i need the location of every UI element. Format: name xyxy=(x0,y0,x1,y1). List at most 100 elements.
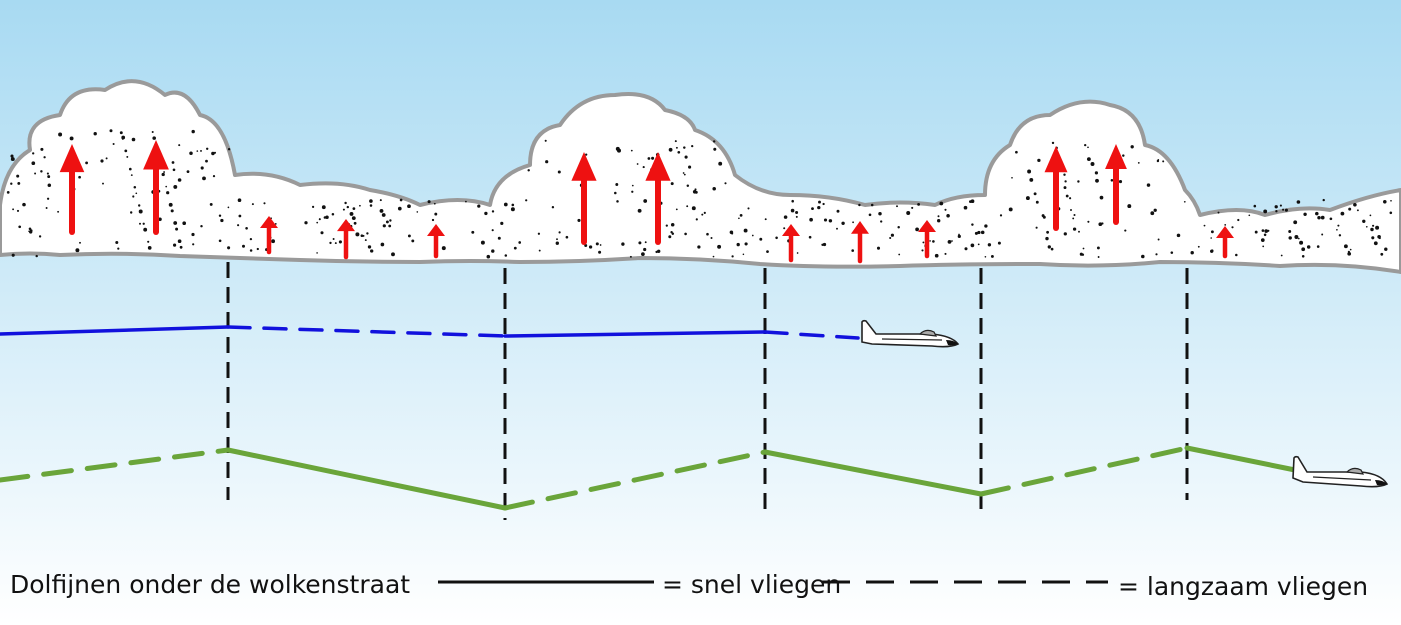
cloud-speckle xyxy=(389,219,392,222)
cloud-speckle xyxy=(557,170,561,174)
cloud-speckle xyxy=(1274,205,1278,209)
cloud-speckle xyxy=(397,206,402,211)
cloud-speckle xyxy=(331,213,335,216)
cloud-speckle xyxy=(177,239,182,244)
cloud-speckle xyxy=(1065,194,1069,198)
cloud-speckle xyxy=(675,208,678,211)
cloud-speckle xyxy=(817,205,821,210)
cloud-speckle xyxy=(1070,209,1072,211)
cloud-speckle xyxy=(249,249,253,252)
lift-arrow-icon xyxy=(571,152,597,245)
fast-segment xyxy=(762,449,984,497)
cloud-speckle xyxy=(1150,211,1155,216)
cloud-speckle xyxy=(818,200,821,204)
cloud-speckle xyxy=(209,202,213,206)
cloud-speckle xyxy=(851,249,855,252)
cloud-speckle xyxy=(1011,176,1013,179)
cloud-speckle xyxy=(1296,200,1301,204)
cloud-speckle xyxy=(1063,186,1067,190)
cloud-speckle xyxy=(621,242,625,246)
thermal-dividers xyxy=(226,262,1189,520)
cloud-speckle xyxy=(179,245,183,249)
cloud-speckle xyxy=(694,188,697,191)
cloud-speckle xyxy=(353,221,357,225)
cloud-speckle xyxy=(1035,200,1039,204)
slow-segment xyxy=(978,445,1190,497)
cloud-speckle xyxy=(1046,230,1049,234)
cloud-speckle xyxy=(599,244,602,246)
cloud-speckle xyxy=(497,236,501,240)
cloud-speckle xyxy=(1317,215,1321,220)
cloud-speckle xyxy=(657,249,661,253)
cloud-speckle xyxy=(1210,249,1214,253)
cloud-speckle xyxy=(1063,232,1067,236)
lift-arrow-icon xyxy=(59,144,85,235)
cloud-speckle xyxy=(128,167,132,171)
cloud-speckle xyxy=(691,206,696,211)
lift-arrow-icon xyxy=(427,224,445,259)
cloud-speckle xyxy=(200,149,202,152)
cloud-speckle xyxy=(545,160,549,164)
cloud-speckle xyxy=(565,235,569,239)
cloud-speckle xyxy=(16,209,20,212)
lift-arrow-head xyxy=(427,224,445,236)
cloud-speckle xyxy=(852,221,854,224)
cloud-speckle xyxy=(977,243,980,246)
cloud-speckle xyxy=(1153,208,1157,212)
cloud-speckle xyxy=(165,185,168,188)
cloud-speckle xyxy=(878,211,882,216)
cloud-speckle xyxy=(211,151,215,156)
cloud-speckle xyxy=(1253,204,1257,208)
cloud-speckle xyxy=(237,198,242,203)
cloud-speckle xyxy=(200,166,204,170)
cloud-speckle xyxy=(349,211,354,216)
cloud-speckle xyxy=(706,232,709,236)
cloud-speckle xyxy=(655,250,658,254)
cloud-speckle xyxy=(1338,234,1342,237)
cloud-speckle xyxy=(917,203,920,206)
cloud-speckle xyxy=(1282,208,1285,211)
cloud-speckle xyxy=(969,200,972,203)
cloud-speckle xyxy=(1081,253,1085,256)
cloud-speckle xyxy=(218,214,222,217)
cloud-speckle xyxy=(670,230,673,234)
cloud-speckle xyxy=(441,246,446,251)
cloud-speckle xyxy=(78,175,81,179)
cloud-speckle xyxy=(1380,252,1384,256)
lift-arrow-icon xyxy=(918,220,936,259)
cloud-speckle xyxy=(112,142,115,146)
cloud-speckle xyxy=(380,242,385,247)
cloud-speckle xyxy=(1025,196,1030,201)
slow-segment xyxy=(763,330,860,340)
cloud-speckle xyxy=(28,227,32,231)
cloud-speckle xyxy=(388,224,392,228)
cloud-speckle xyxy=(480,240,485,245)
cloud-speckle xyxy=(220,218,224,223)
cloud-speckle xyxy=(100,159,104,163)
cloud-speckle xyxy=(1210,237,1213,239)
cloud-speckle xyxy=(1098,222,1103,227)
cloud-speckle xyxy=(870,203,874,207)
cloud-speckle xyxy=(1390,199,1392,202)
cloud-speckle xyxy=(491,249,495,253)
cloud-speckle xyxy=(1072,227,1077,231)
cloud-speckle xyxy=(739,214,743,217)
cloud-speckle xyxy=(434,212,438,216)
cloud-speckle xyxy=(202,176,206,181)
cloud-speckle xyxy=(126,155,129,158)
cloud-speckle xyxy=(1288,230,1292,233)
cloud-speckle xyxy=(1347,251,1352,256)
cloud-speckle xyxy=(416,211,419,213)
cloud-speckle xyxy=(629,255,632,258)
cloud-speckle xyxy=(896,205,898,208)
cloud-speckle xyxy=(369,199,373,203)
cloud-speckle xyxy=(1262,245,1265,248)
cloud-speckle xyxy=(17,181,21,185)
cloud-speckle xyxy=(147,246,152,250)
cloud-speckle xyxy=(138,209,143,214)
cloud-speckle xyxy=(670,223,675,227)
cloud-speckle xyxy=(701,213,704,216)
cloud-speckle xyxy=(22,202,26,207)
